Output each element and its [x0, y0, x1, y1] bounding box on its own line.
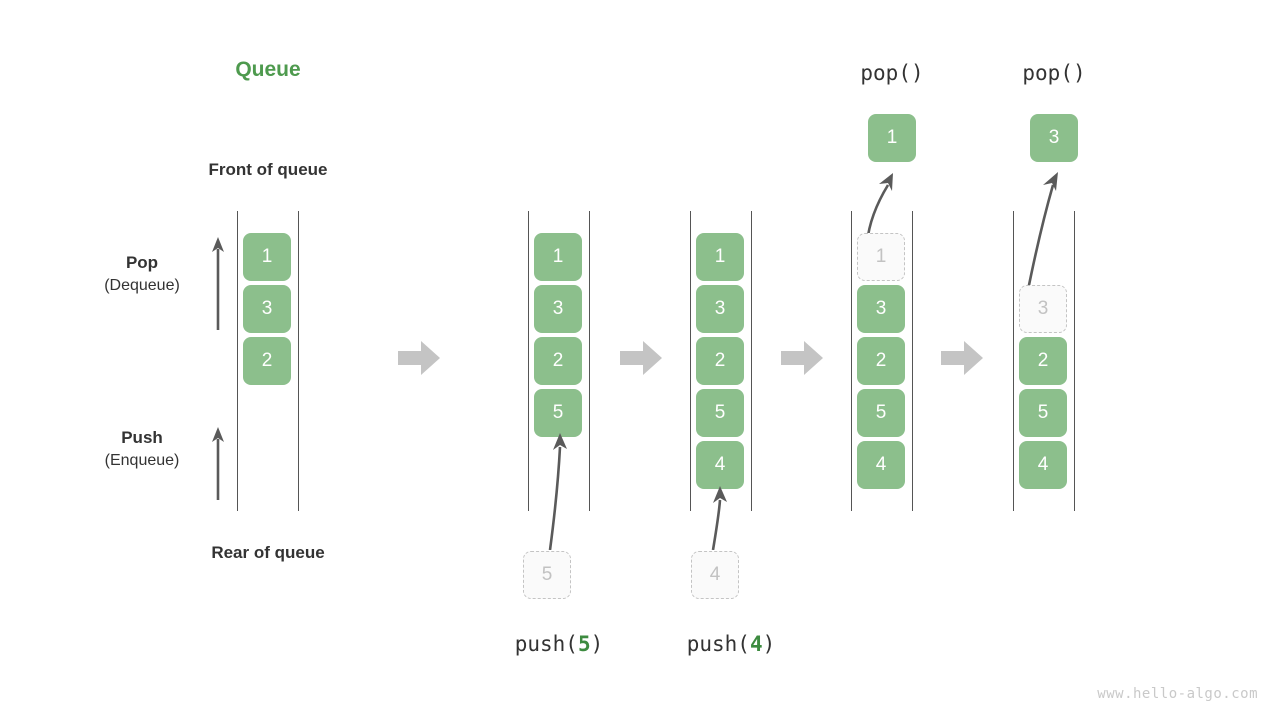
push-4-close: ) — [762, 632, 776, 656]
push-5-label: push(5) — [459, 632, 659, 656]
queue-cell: 3 — [696, 285, 744, 333]
queue-rail-right — [298, 211, 299, 511]
flow-arrow-icon — [620, 341, 662, 375]
popped-element: 1 — [868, 114, 916, 162]
incoming-element-ghost: 4 — [691, 551, 739, 599]
pop-header-2: pop() — [1022, 61, 1086, 85]
queue-cell: 2 — [1019, 337, 1067, 385]
push-motion-arrow-icon — [548, 433, 567, 550]
queue-cell: 1 — [534, 233, 582, 281]
queue-cell: 2 — [696, 337, 744, 385]
pop-motion-arrow-icon — [865, 173, 893, 243]
flow-arrow-icon — [398, 341, 440, 375]
push-4-value: 4 — [749, 632, 763, 656]
queue-rail-left — [528, 211, 529, 511]
queue-cell: 2 — [534, 337, 582, 385]
queue-cell-ghost: 1 — [857, 233, 905, 281]
queue-cell: 1 — [696, 233, 744, 281]
queue-rail-left — [690, 211, 691, 511]
push-label-main: Push — [121, 428, 163, 447]
queue-cell: 5 — [696, 389, 744, 437]
queue-cell: 4 — [857, 441, 905, 489]
push-label-sub: (Enqueue) — [104, 451, 180, 469]
incoming-element-ghost: 5 — [523, 551, 571, 599]
queue-cell: 2 — [243, 337, 291, 385]
queue-rail-right — [751, 211, 752, 511]
push-5-close: ) — [590, 632, 604, 656]
push-5-value: 5 — [577, 632, 591, 656]
queue-cell: 4 — [696, 441, 744, 489]
queue-cell: 4 — [1019, 441, 1067, 489]
rear-of-queue-caption: Rear of queue — [211, 543, 325, 562]
queue-rail-left — [851, 211, 852, 511]
queue-rail-left — [1013, 211, 1014, 511]
queue-cell: 3 — [243, 285, 291, 333]
push-operation-label: Push (Enqueue) — [62, 427, 222, 472]
push-4-label: push(4) — [631, 632, 831, 656]
queue-cell: 2 — [857, 337, 905, 385]
queue-rail-right — [912, 211, 913, 511]
push-direction-arrow-icon — [212, 427, 224, 500]
queue-cell: 1 — [243, 233, 291, 281]
queue-cell: 5 — [534, 389, 582, 437]
front-of-queue-caption: Front of queue — [208, 160, 328, 179]
push-4-fn: push( — [686, 632, 750, 656]
pop-header-1: pop() — [860, 61, 924, 85]
watermark: www.hello-algo.com — [1097, 686, 1258, 702]
queue-cell-ghost: 3 — [1019, 285, 1067, 333]
queue-rail-right — [1074, 211, 1075, 511]
flow-arrow-icon — [781, 341, 823, 375]
pop-operation-label: Pop (Dequeue) — [62, 252, 222, 297]
pop-direction-arrow-icon — [212, 237, 224, 330]
page-title: Queue — [235, 58, 301, 81]
queue-cell: 5 — [857, 389, 905, 437]
pop-label-main: Pop — [125, 253, 159, 272]
queue-cell: 3 — [857, 285, 905, 333]
queue-cell: 5 — [1019, 389, 1067, 437]
pop-motion-arrow-icon — [1025, 172, 1058, 295]
queue-rail-left — [237, 211, 238, 511]
popped-element: 3 — [1030, 114, 1078, 162]
queue-rail-right — [589, 211, 590, 511]
pop-label-sub: (Dequeue) — [104, 276, 180, 294]
flow-arrow-icon — [941, 341, 983, 375]
push-5-fn: push( — [514, 632, 578, 656]
queue-cell: 3 — [534, 285, 582, 333]
